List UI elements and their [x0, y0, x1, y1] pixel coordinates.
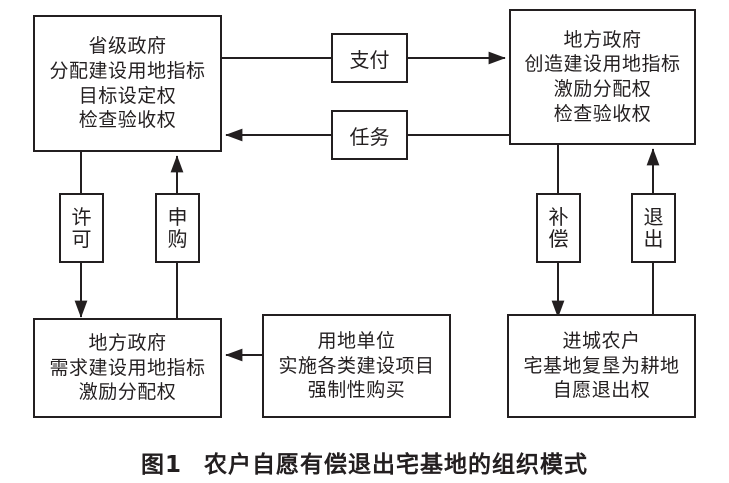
edge-label-char: 申 [167, 204, 188, 229]
figure-caption-label: 图1 [140, 452, 182, 478]
edge-label-payment[interactable]: 支付 [331, 33, 408, 83]
node-line: 目标设定权 [78, 84, 177, 107]
edge-label-char: 购 [167, 227, 188, 251]
node-line: 省级政府 [88, 35, 167, 58]
node-line: 自愿退出权 [552, 379, 651, 402]
figure-caption: 图1 农户自愿有偿退出宅基地的组织模式 [0, 445, 729, 479]
node-provincial-government[interactable]: 省级政府 分配建设用地指标 目标设定权 检查验收权 [33, 15, 222, 152]
node-line: 宅基地复垦为耕地 [523, 354, 680, 377]
edge-label-text: 任务 [349, 124, 390, 149]
edge-label-compensation[interactable]: 补 偿 [536, 193, 581, 263]
node-line: 检查验收权 [553, 102, 652, 125]
edge-label-task[interactable]: 任务 [331, 110, 408, 160]
node-line: 激励分配权 [553, 78, 652, 100]
edge-label-char: 许 [71, 204, 92, 229]
edge-label-char: 出 [643, 227, 664, 251]
node-line: 实施各类建设项目 [278, 354, 435, 377]
edge-label-char: 可 [71, 227, 92, 251]
node-urbanized-farmer[interactable]: 进城农户 宅基地复垦为耕地 自愿退出权 [507, 314, 696, 418]
edge-label-purchase-application[interactable]: 申 购 [155, 193, 200, 263]
node-line: 地方政府 [563, 28, 642, 51]
node-line: 分配建设用地指标 [49, 59, 206, 82]
node-line: 用地单位 [317, 329, 396, 352]
node-line: 地方政府 [88, 331, 167, 354]
node-line: 需求建设用地指标 [49, 356, 206, 379]
node-local-government-demand[interactable]: 地方政府 需求建设用地指标 激励分配权 [33, 318, 222, 418]
node-line: 创造建设用地指标 [524, 53, 681, 76]
figure-caption-text: 农户自愿有偿退出宅基地的组织模式 [204, 452, 588, 478]
edge-label-char: 退 [643, 204, 664, 229]
node-line: 检查验收权 [78, 109, 177, 132]
node-local-government-supply[interactable]: 地方政府 创造建设用地指标 激励分配权 检查验收权 [509, 9, 696, 145]
edge-label-exit[interactable]: 退 出 [631, 193, 676, 263]
node-line: 进城农户 [562, 329, 641, 352]
edge-label-char: 补 [548, 204, 569, 229]
edge-label-permit[interactable]: 许 可 [59, 193, 104, 263]
edge-label-char: 偿 [548, 227, 569, 251]
node-line: 激励分配权 [78, 381, 177, 404]
edge-label-text: 支付 [349, 47, 390, 72]
node-line: 强制性购买 [307, 379, 406, 402]
node-land-use-unit[interactable]: 用地单位 实施各类建设项目 强制性购买 [262, 314, 451, 418]
